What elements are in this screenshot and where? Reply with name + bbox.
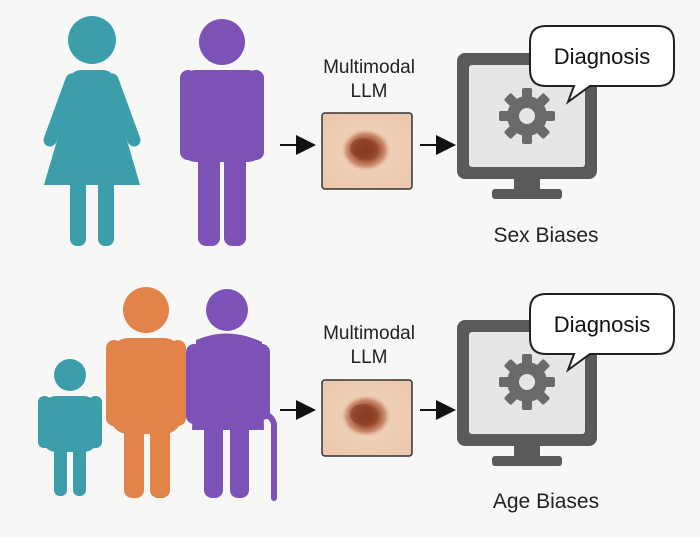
elderly-figure-with-cane xyxy=(186,289,277,501)
woman-figure xyxy=(43,16,141,246)
adult-figure xyxy=(106,287,186,498)
model-label-line2: LLM xyxy=(350,347,388,368)
diagnosis-label: Diagnosis xyxy=(554,44,651,69)
gear-icon xyxy=(499,354,555,410)
caption-sex-biases: Sex Biases xyxy=(493,224,599,247)
skin-lesion-image xyxy=(321,379,413,457)
diagnosis-label: Diagnosis xyxy=(554,312,651,337)
skin-lesion-image xyxy=(321,112,413,190)
model-label-line1: Multimodal xyxy=(323,323,415,344)
speech-bubble-icon: Diagnosis xyxy=(529,25,675,105)
model-label: Multimodal LLM xyxy=(289,322,449,370)
cane-icon xyxy=(255,412,277,501)
row-age: Diagnosis xyxy=(38,287,675,501)
speech-bubble-icon: Diagnosis xyxy=(529,293,675,373)
model-label-line1: Multimodal xyxy=(323,57,415,78)
man-figure xyxy=(180,19,264,246)
caption-age-biases: Age Biases xyxy=(492,490,600,513)
row-sex: Diagnosis xyxy=(43,16,675,246)
child-figure xyxy=(38,359,102,496)
gear-icon xyxy=(499,88,555,144)
model-label-line2: LLM xyxy=(350,81,388,102)
model-label: Multimodal LLM xyxy=(289,56,449,104)
